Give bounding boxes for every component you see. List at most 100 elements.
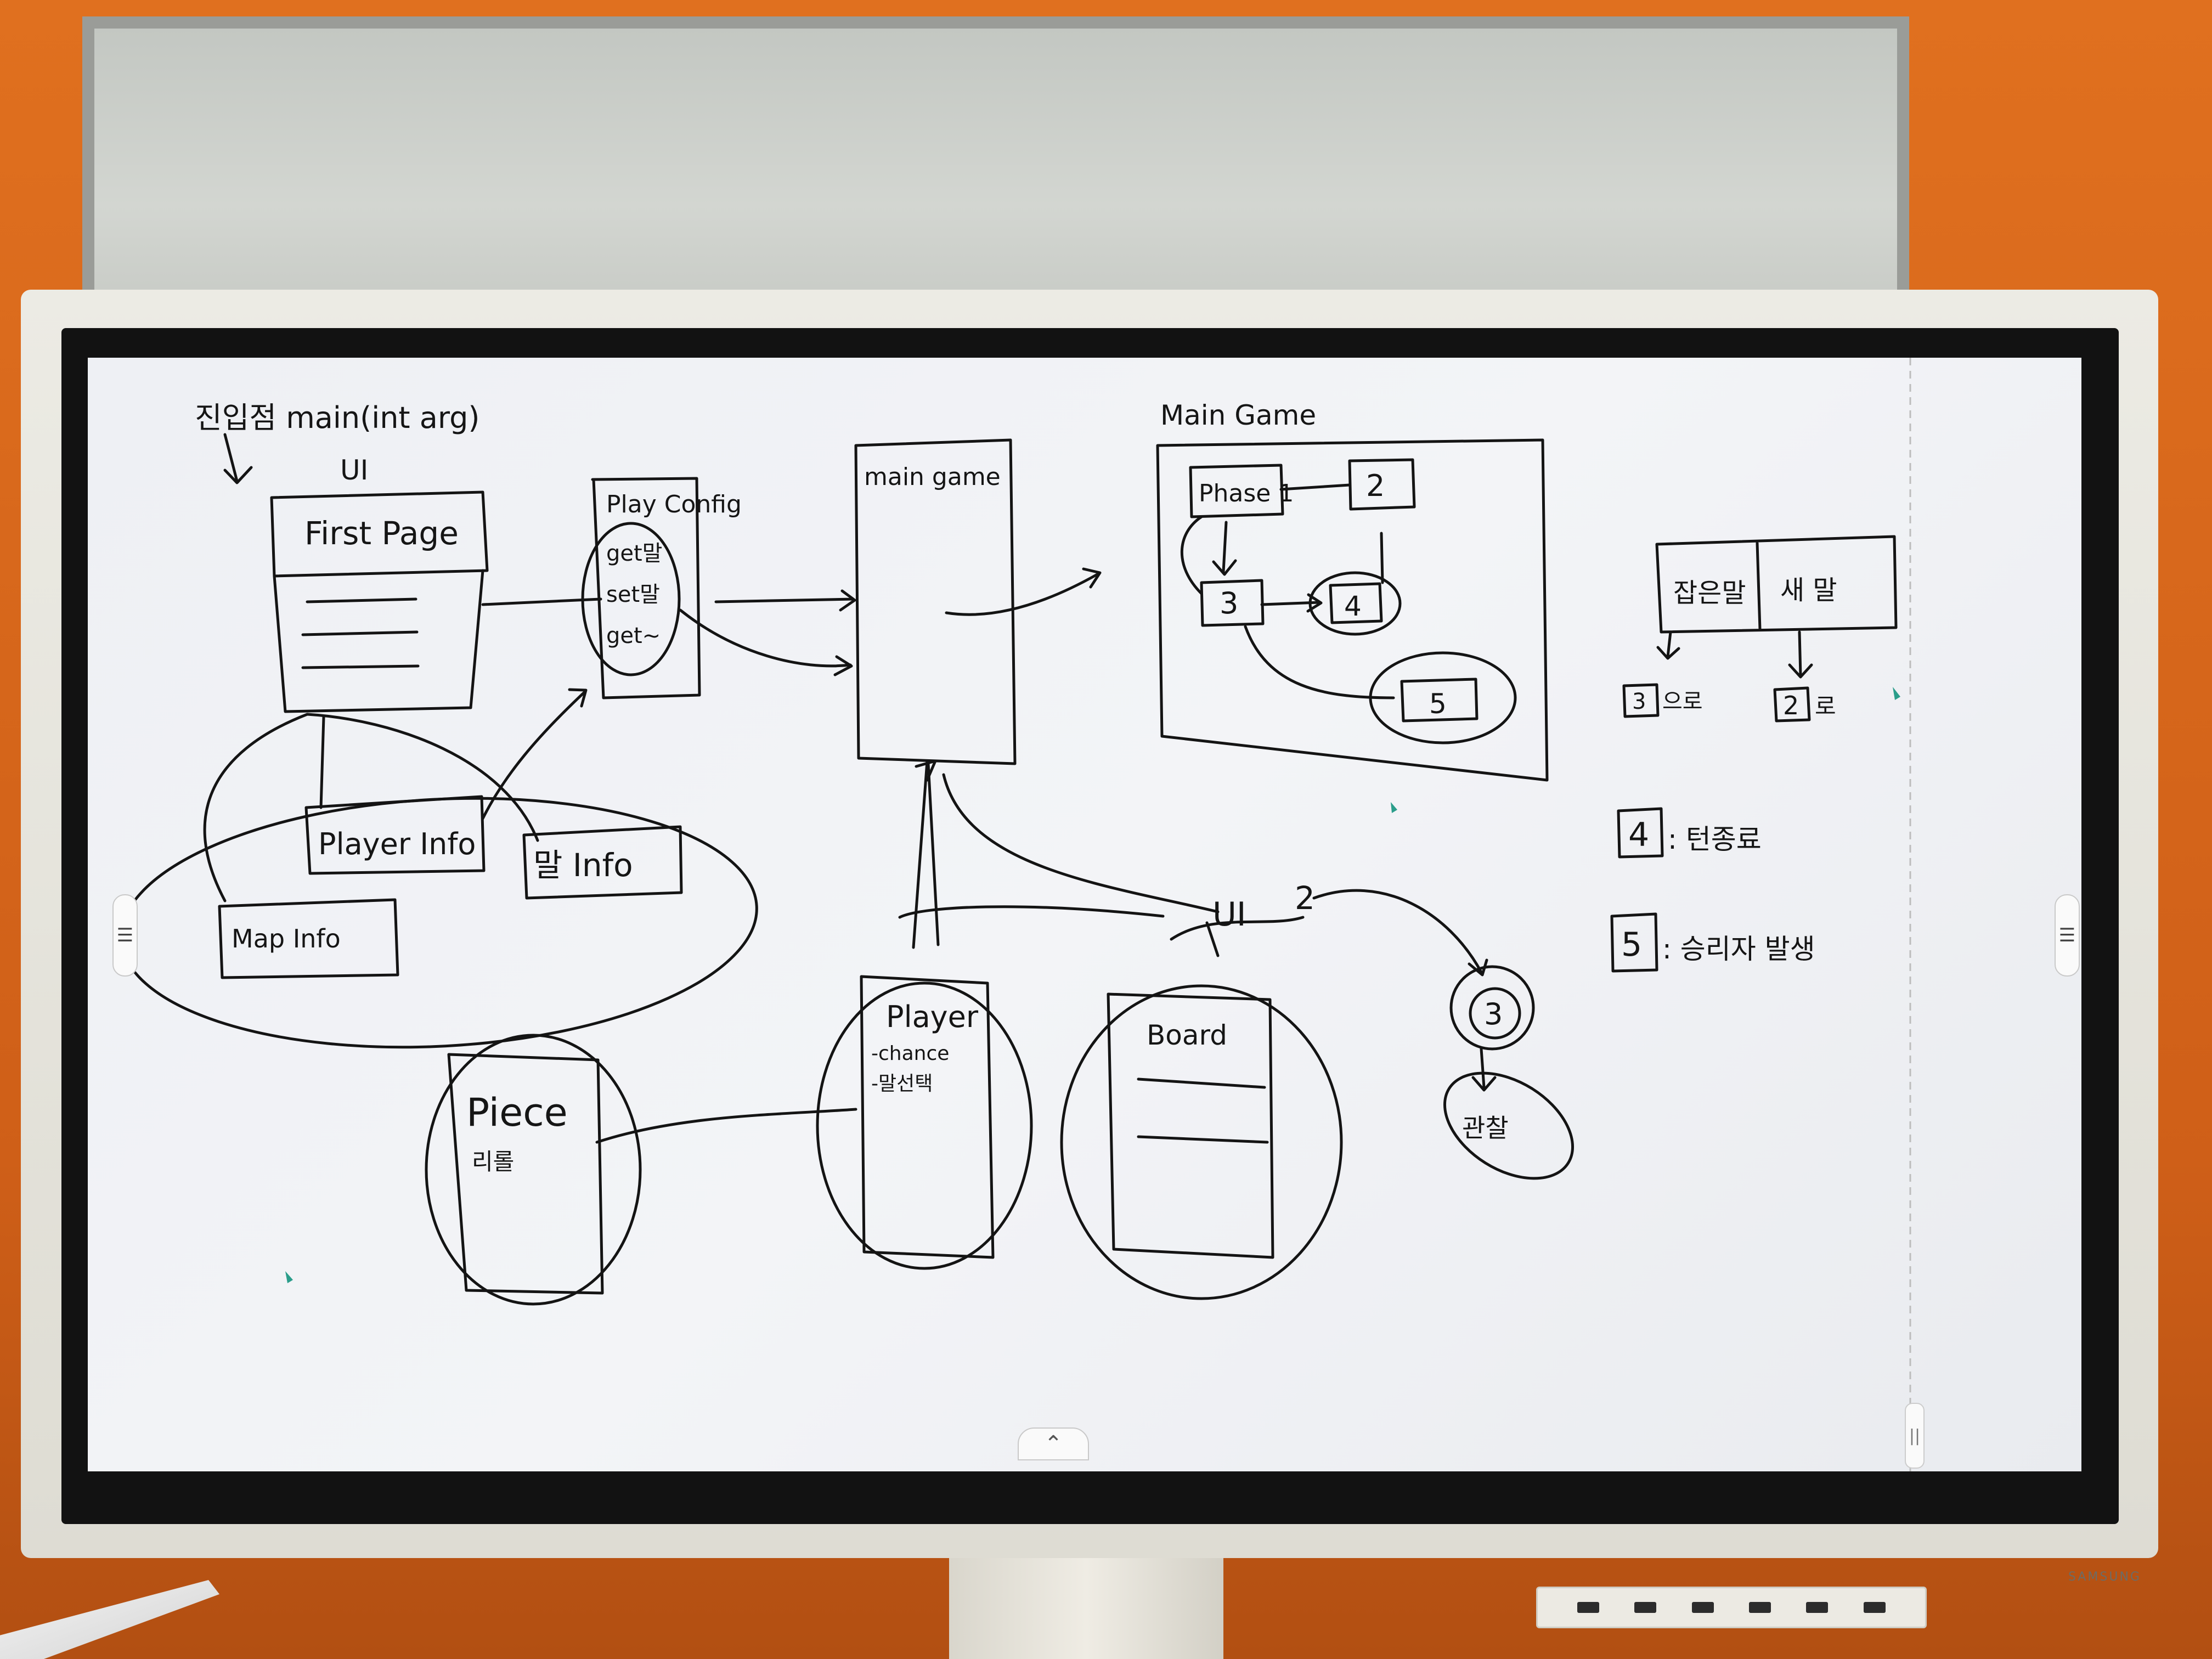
phase-2-label: 2 bbox=[1366, 469, 1385, 503]
circle-3-arrow bbox=[1471, 1047, 1497, 1092]
gwangwan-label: 관찰 bbox=[1462, 1113, 1509, 1143]
gwangwan-circle bbox=[1443, 1071, 1575, 1180]
entry-point-label: 진입점 main(int arg) bbox=[195, 400, 479, 435]
phase-3-label: 3 bbox=[1220, 586, 1238, 620]
player-info-label: Player Info bbox=[318, 827, 476, 861]
phase-5-label: 5 bbox=[1429, 688, 1447, 720]
ui-label-top: UI bbox=[340, 454, 368, 486]
board-label: Board bbox=[1147, 1019, 1227, 1051]
whiteboard-screen[interactable]: 진입점 main(int arg) UI First Page Play Con… bbox=[88, 358, 2081, 1471]
legend-right-dest-num: 2 bbox=[1783, 691, 1799, 720]
circle-3 bbox=[1449, 965, 1535, 1051]
port[interactable] bbox=[1749, 1602, 1771, 1613]
phase-5-box bbox=[1400, 678, 1479, 723]
first-page-body-box bbox=[273, 569, 484, 713]
rule-5-num: 5 bbox=[1621, 926, 1642, 964]
player-sub-2: -말선택 bbox=[871, 1073, 933, 1095]
brand-logo: SAMSUNG bbox=[2068, 1570, 2141, 1584]
first-page-label: First Page bbox=[304, 515, 459, 552]
play-config-label: Play Config bbox=[606, 490, 742, 518]
play-config-item-3: get~ bbox=[606, 623, 661, 648]
legend-left-dest-box bbox=[1622, 683, 1660, 718]
port[interactable] bbox=[1691, 1602, 1714, 1613]
piece-circle bbox=[425, 1034, 642, 1306]
port[interactable] bbox=[1863, 1602, 1886, 1613]
phase-1-label: Phase 1 bbox=[1199, 479, 1294, 507]
phase-1-to-2-line bbox=[1279, 483, 1351, 491]
first-page-lines bbox=[301, 597, 420, 669]
phase-5-circle bbox=[1369, 651, 1517, 744]
piece-label: Piece bbox=[466, 1090, 568, 1135]
phase-4-circle bbox=[1308, 571, 1402, 636]
board-lines bbox=[1137, 1077, 1269, 1144]
phase-3-to-5-curve bbox=[1244, 625, 1395, 699]
rule-4-text: : 턴종료 bbox=[1668, 823, 1762, 855]
rule-4-num: 4 bbox=[1628, 816, 1649, 854]
bottom-toggle-handle[interactable]: ⌃ bbox=[1018, 1427, 1089, 1460]
ui-to-circle3-arrow bbox=[1312, 889, 1488, 977]
player-label: Player bbox=[886, 1000, 979, 1034]
main-game-box-label: main game bbox=[864, 463, 1001, 491]
piece-sub-label: 리롤 bbox=[472, 1148, 514, 1175]
piece-box bbox=[447, 1053, 604, 1295]
legend-right-dest-box bbox=[1773, 686, 1811, 723]
legend-table bbox=[1655, 535, 1898, 634]
player-box bbox=[860, 975, 995, 1259]
legend-left-dest-suffix: 으로 bbox=[1662, 689, 1703, 714]
phase-4-label: 4 bbox=[1344, 590, 1362, 622]
ui-label-mid: UI bbox=[1212, 895, 1246, 934]
player-circle bbox=[816, 981, 1033, 1270]
info-to-config-arrow bbox=[481, 688, 588, 820]
legend-left-dest-num: 3 bbox=[1632, 689, 1646, 714]
stray-marks bbox=[285, 687, 1900, 1283]
legend-left-arrow bbox=[1656, 630, 1680, 660]
circle-3-inner bbox=[1469, 987, 1521, 1040]
ui-to-main-arrowhead bbox=[915, 759, 937, 782]
phase-1-to-3-arrows bbox=[1180, 515, 1237, 595]
main-game-title: Main Game bbox=[1160, 399, 1316, 431]
phase-2-box bbox=[1348, 458, 1416, 511]
ui-hub-lines bbox=[898, 759, 1305, 957]
info-cluster-circle bbox=[120, 797, 758, 1049]
config-to-main-arrow-2 bbox=[679, 608, 853, 676]
phase-1-box bbox=[1189, 464, 1284, 518]
rule-5-box bbox=[1610, 912, 1658, 973]
player-sub-1: -chance bbox=[871, 1042, 949, 1065]
rule-4-box bbox=[1617, 807, 1664, 859]
mal-info-box bbox=[522, 825, 683, 900]
port[interactable] bbox=[1577, 1602, 1600, 1613]
right-menu-handle[interactable]: ☰ bbox=[2055, 894, 2080, 977]
play-config-box bbox=[591, 477, 701, 699]
port[interactable] bbox=[1806, 1602, 1829, 1613]
scroll-handle[interactable]: || bbox=[1905, 1403, 1925, 1469]
legend-right-label: 새 말 bbox=[1780, 575, 1837, 606]
first-page-header-box bbox=[270, 490, 489, 578]
info-connectors bbox=[203, 713, 539, 902]
legend-right-arrow bbox=[1788, 630, 1813, 679]
rule-5-text: : 승리자 발생 bbox=[1662, 933, 1815, 965]
background-whiteboard bbox=[82, 16, 1909, 324]
main-game-box bbox=[854, 438, 1017, 765]
port-panel bbox=[1536, 1587, 1927, 1628]
legend-right-dest-suffix: 로 bbox=[1815, 693, 1836, 720]
map-info-label: Map Info bbox=[232, 924, 341, 953]
phase-4-box bbox=[1329, 582, 1383, 624]
main-to-maingame-arrow bbox=[945, 567, 1102, 616]
main-game-flow-box bbox=[1156, 438, 1549, 782]
board-box bbox=[1107, 992, 1274, 1259]
display-stand bbox=[949, 1547, 1223, 1659]
phase-2-to-4-line bbox=[1380, 532, 1384, 584]
port[interactable] bbox=[1634, 1602, 1657, 1613]
left-menu-handle[interactable]: ☰ bbox=[112, 894, 138, 977]
map-info-box bbox=[218, 898, 399, 979]
ui-number: 2 bbox=[1295, 879, 1315, 917]
drawing-canvas[interactable]: 진입점 main(int arg) UI First Page Play Con… bbox=[88, 358, 2081, 1471]
legend-left-label: 잡은말 bbox=[1673, 578, 1746, 608]
play-config-item-1: get말 bbox=[606, 541, 662, 566]
piece-to-player-line bbox=[595, 1108, 857, 1144]
first-page-to-config-line bbox=[481, 597, 602, 606]
board-circle bbox=[1060, 984, 1343, 1300]
play-config-item-2: set말 bbox=[606, 582, 660, 607]
mal-info-label: 말 Info bbox=[533, 847, 633, 884]
circle-3-label: 3 bbox=[1484, 997, 1503, 1031]
